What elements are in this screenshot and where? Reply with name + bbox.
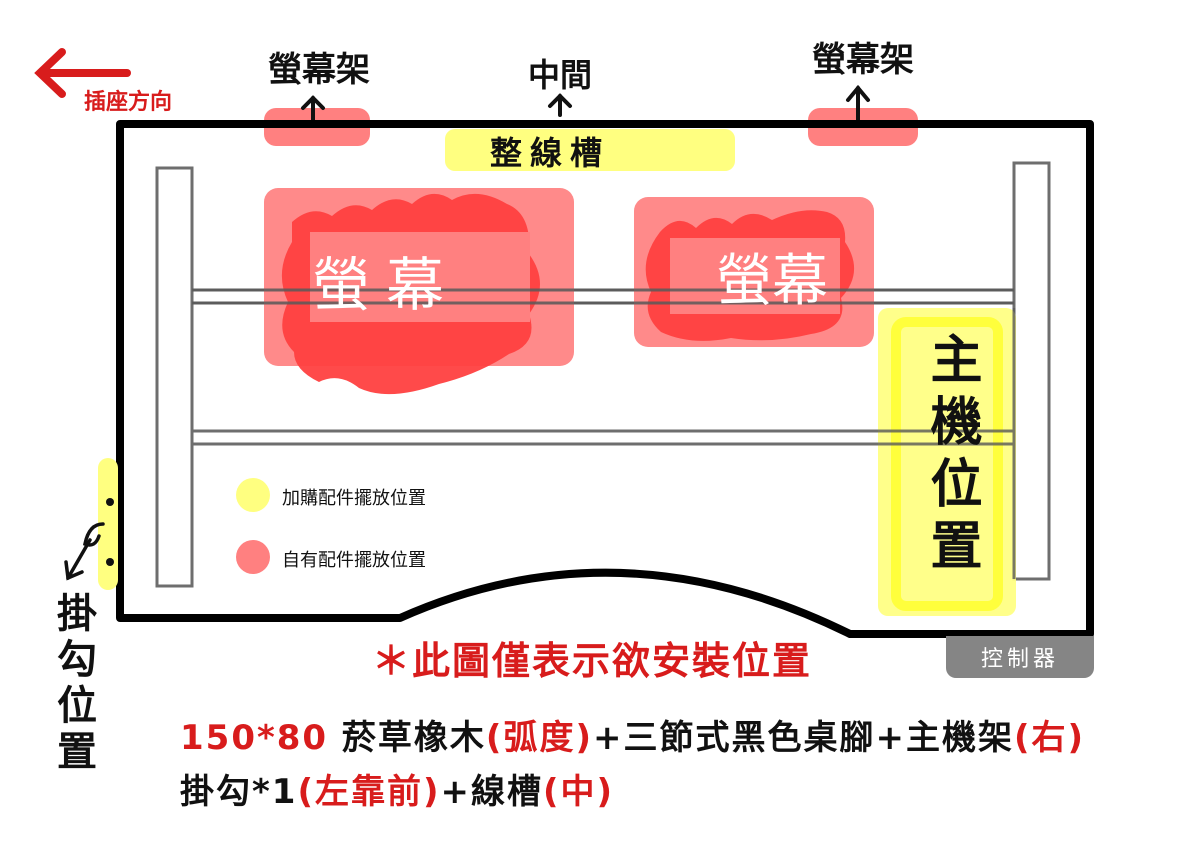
spec-line-2: 掛勾*1(左靠前)+線槽(中) — [180, 764, 614, 813]
legend-dot-own — [236, 540, 270, 574]
legend-label-purchased: 加購配件擺放位置 — [282, 488, 426, 509]
monitor-right-label: 螢幕 — [716, 249, 828, 314]
monitor-right-area — [634, 197, 874, 347]
spec-legs-and-pc-rack: +三節式黑色桌腳+主機架 — [592, 718, 1014, 758]
outlet-direction-label: 插座方向 — [84, 90, 173, 115]
installation-note: ＊此圖僅表示欲安裝位置 — [372, 639, 813, 683]
spec-hook: 掛勾*1 — [180, 772, 298, 812]
monitor-left-area — [264, 188, 574, 395]
curved-arrow-icon — [64, 522, 105, 581]
middle-label: 中間 — [528, 56, 593, 94]
spec-shape: (弧度) — [485, 718, 593, 758]
monitor-arm-left-label: 螢幕架 — [268, 50, 370, 90]
spec-hook-position: (左靠前) — [297, 772, 441, 812]
desk-outline — [116, 120, 1094, 638]
hook-area — [98, 458, 118, 590]
monitor-arm-right-label: 螢幕架 — [812, 40, 914, 80]
spec-line-1: 150*80 菸草橡木(弧度)+三節式黑色桌腳+主機架(右) — [180, 710, 1085, 759]
up-arrow-icon — [548, 93, 572, 117]
up-arrow-icon — [301, 95, 325, 126]
legend-dot-purchased — [236, 478, 270, 512]
spec-cable-tray-position: (中) — [543, 772, 615, 812]
legend-label-own: 自有配件擺放位置 — [282, 550, 426, 571]
spec-pc-rack-side: (右) — [1013, 718, 1086, 758]
pc-position-label: 主機位置 — [921, 332, 981, 580]
spec-material: 菸草橡木 — [341, 718, 486, 758]
monitor-left-label: 螢幕 — [312, 251, 461, 319]
cable-tray-label: 整線槽 — [490, 134, 611, 172]
controller-label: 控制器 — [946, 636, 1094, 678]
pc-position-area — [878, 308, 1016, 616]
hook-position-label: 掛勾位置 — [50, 592, 96, 776]
spec-cable-tray: +線槽 — [440, 772, 544, 812]
cable-tray-area — [445, 129, 735, 171]
left-arrow-icon — [34, 48, 131, 98]
spec-size: 150*80 — [180, 718, 342, 758]
up-arrow-icon — [846, 84, 870, 126]
